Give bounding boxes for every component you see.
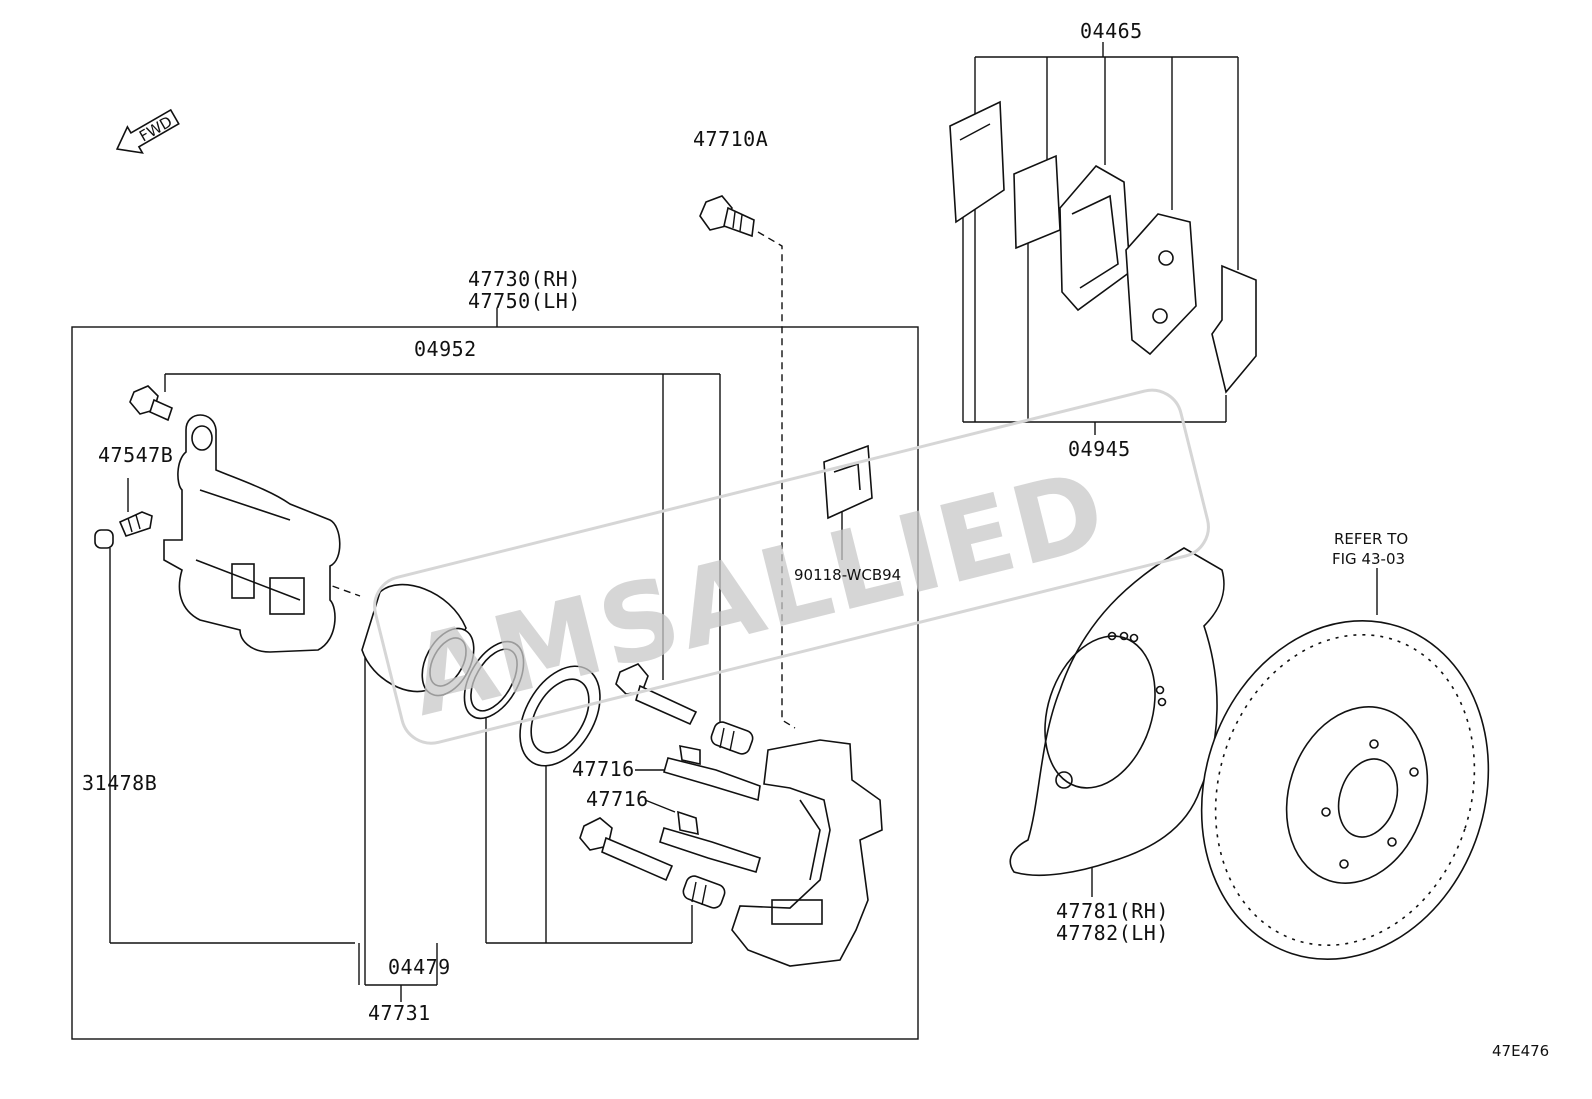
bleeder-bolt-icon bbox=[129, 385, 173, 422]
label-04479: 04479 bbox=[388, 955, 451, 979]
caliper-mounting-bracket-icon bbox=[731, 739, 883, 967]
pin-boot-upper-icon bbox=[710, 721, 754, 755]
label-47716-lower: 47716 bbox=[586, 787, 649, 811]
pin-boot-lower-icon bbox=[682, 875, 726, 909]
cap-31478b-icon bbox=[94, 529, 114, 549]
label-90118-wcb94: 90118-WCB94 bbox=[794, 566, 901, 584]
label-47716-upper: 47716 bbox=[572, 757, 635, 781]
brake-disc-rotor-icon bbox=[1200, 619, 1490, 961]
leader-lines bbox=[71, 42, 1378, 1040]
label-refer-to: REFER TO bbox=[1334, 530, 1408, 548]
piston-seal-icon bbox=[463, 640, 525, 720]
instruction-sheet-icon bbox=[823, 444, 873, 520]
brake-pad-inner-icon bbox=[1125, 213, 1197, 356]
diagram-id: 47E476 bbox=[1492, 1042, 1549, 1060]
anti-squeal-shim-inner-icon bbox=[1013, 154, 1061, 250]
disc-brake-dust-cover-icon bbox=[1009, 547, 1225, 877]
caliper-assembly-frame bbox=[71, 326, 919, 1040]
label-fig-43-03: FIG 43-03 bbox=[1332, 550, 1405, 568]
watermark-text: AMSALLIED bbox=[398, 447, 1119, 740]
pad-support-plate-upper-icon bbox=[663, 744, 761, 802]
caliper-body-icon bbox=[163, 414, 341, 653]
label-47730-rh: 47730(RH) bbox=[468, 267, 581, 291]
brake-pad-outer-icon bbox=[1059, 164, 1131, 312]
anti-squeal-shim-outer-icon bbox=[949, 100, 1005, 224]
label-47782-lh: 47782(LH) bbox=[1056, 921, 1169, 945]
dust-boot-icon bbox=[519, 665, 601, 767]
label-04952: 04952 bbox=[414, 337, 477, 361]
bolt-47710a-icon bbox=[699, 195, 755, 238]
bleeder-plug-47547b-icon bbox=[118, 511, 153, 537]
label-47710a: 47710A bbox=[693, 127, 768, 151]
label-47781-rh: 47781(RH) bbox=[1056, 899, 1169, 923]
label-04465: 04465 bbox=[1080, 19, 1143, 43]
label-47731: 47731 bbox=[368, 1001, 431, 1025]
pad-wear-indicator-icon bbox=[1211, 264, 1257, 394]
label-04945: 04945 bbox=[1068, 437, 1131, 461]
pad-support-plate-lower-icon bbox=[659, 810, 761, 873]
fwd-arrow-icon: FWD bbox=[115, 108, 180, 154]
slide-pin-lower-icon bbox=[579, 817, 674, 882]
slide-pin-upper-icon bbox=[615, 663, 698, 726]
label-31478b: 31478B bbox=[82, 771, 157, 795]
label-47750-lh: 47750(LH) bbox=[468, 289, 581, 313]
label-47547b: 47547B bbox=[98, 443, 173, 467]
